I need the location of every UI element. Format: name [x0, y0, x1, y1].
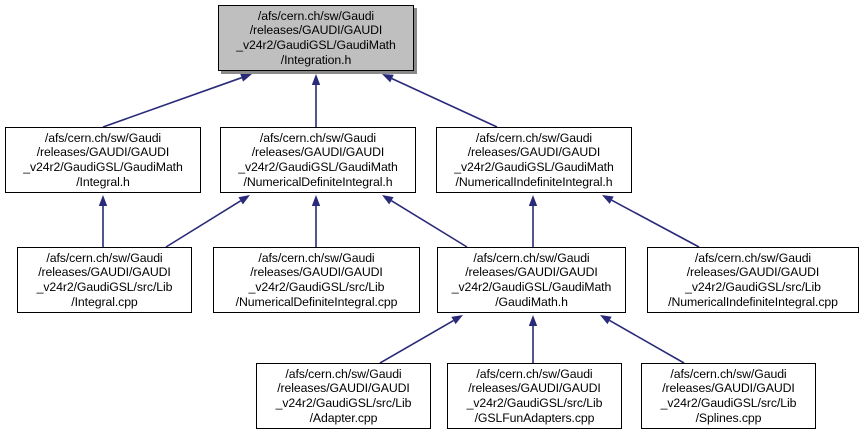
graph-node-numericalindefiniteintegral_h[interactable]: /afs/cern.ch/sw/Gaudi/releases/GAUDI/GAU… — [436, 127, 632, 193]
edge-numericalindefiniteintegral_cpp-to-numericalindefiniteintegral_h — [602, 195, 700, 248]
graph-node-numericaldefiniteintegral_cpp[interactable]: /afs/cern.ch/sw/Gaudi/releases/GAUDI/GAU… — [213, 247, 420, 313]
graph-node-gslfunadapters_cpp[interactable]: /afs/cern.ch/sw/Gaudi/releases/GAUDI/GAU… — [447, 363, 622, 429]
node-label-line: _v24r2/GaudiGSL/src/Lib — [36, 280, 173, 294]
node-label-line: /afs/cern.ch/sw/Gaudi — [670, 366, 787, 381]
node-label-line: _v24r2/GaudiGSL/src/Lib — [275, 396, 412, 410]
edge-integral_h-to-integration_h — [102, 73, 252, 128]
node-label-line: /afs/cern.ch/sw/Gaudi — [476, 366, 593, 381]
edge-integral_cpp-to-integral_h — [98, 195, 108, 247]
node-label-line: _v24r2/GaudiGSL/src/Lib — [660, 396, 797, 410]
node-label-line: /Integral.h — [76, 174, 130, 189]
node-label-line: /releases/GAUDI/GAUDI — [251, 145, 385, 160]
edge-splines_cpp-to-gaudimath_h — [600, 315, 685, 364]
edge-gaudimath_h-to-numericalindefiniteintegral_h — [528, 195, 538, 247]
graph-node-integral_cpp[interactable]: /afs/cern.ch/sw/Gaudi/releases/GAUDI/GAU… — [17, 247, 192, 313]
edge-integral_cpp-to-numericaldefiniteintegral_h — [165, 195, 250, 248]
graph-node-integral_h[interactable]: /afs/cern.ch/sw/Gaudi/releases/GAUDI/GAU… — [5, 127, 201, 193]
graph-node-numericalindefiniteintegral_cpp[interactable]: /afs/cern.ch/sw/Gaudi/releases/GAUDI/GAU… — [647, 247, 859, 313]
edge-gaudimath_h-to-numericaldefiniteintegral_h — [382, 195, 468, 248]
edge-adapter_cpp-to-gaudimath_h — [379, 315, 463, 364]
node-label-line: /afs/cern.ch/sw/Gaudi — [46, 250, 163, 265]
node-label-line: /releases/GAUDI/GAUDI — [250, 265, 383, 280]
node-label-line: /NumericalDefiniteIntegral.h — [243, 174, 393, 189]
node-label-line: /releases/GAUDI/GAUDI — [465, 265, 598, 280]
node-label-line: /NumericalIndefiniteIntegral.h — [455, 174, 613, 189]
node-label-line: /afs/cern.ch/sw/Gaudi — [258, 250, 375, 265]
edge-numericaldefiniteintegral_cpp-to-numericaldefiniteintegral_h — [311, 195, 321, 247]
node-label-line: /afs/cern.ch/sw/Gaudi — [44, 130, 162, 145]
node-label-line: /NumericalDefiniteIntegral.cpp — [235, 294, 398, 309]
node-label-line: /Integration.h — [280, 52, 352, 67]
node-label-line: _v24r2/GaudiGSL/GaudiMath — [23, 160, 183, 174]
node-label-line: /releases/GAUDI/GAUDI — [277, 381, 410, 396]
edge-gslfunadapters_cpp-to-gaudimath_h — [528, 315, 538, 363]
graph-node-numericaldefiniteintegral_h[interactable]: /afs/cern.ch/sw/Gaudi/releases/GAUDI/GAU… — [220, 127, 416, 193]
node-label-line: _v24r2/GaudiGSL/src/Lib — [466, 396, 603, 410]
graph-node-integration_h[interactable]: /afs/cern.ch/sw/Gaudi/releases/GAUDI/GAU… — [218, 5, 414, 71]
node-label-line: /Adapter.cpp — [309, 410, 378, 425]
edge-numericaldefiniteintegral_h-to-integration_h — [311, 74, 321, 127]
node-label-line: _v24r2/GaudiGSL/GaudiMath — [236, 38, 396, 52]
node-label-line: /NumericalIndefiniteIntegral.cpp — [668, 294, 838, 309]
graph-node-gaudimath_h[interactable]: /afs/cern.ch/sw/Gaudi/releases/GAUDI/GAU… — [437, 247, 626, 313]
node-label-line: /releases/GAUDI/GAUDI — [36, 145, 170, 160]
node-label-line: _v24r2/GaudiGSL/src/Lib — [248, 280, 385, 294]
node-label-line: /afs/cern.ch/sw/Gaudi — [259, 130, 377, 145]
node-label-line: /GSLFunAdapters.cpp — [474, 410, 595, 425]
node-label-line: /afs/cern.ch/sw/Gaudi — [473, 250, 590, 265]
graph-node-splines_cpp[interactable]: /afs/cern.ch/sw/Gaudi/releases/GAUDI/GAU… — [641, 363, 816, 429]
node-label-line: _v24r2/GaudiGSL/src/Lib — [685, 280, 821, 294]
node-label-line: /releases/GAUDI/GAUDI — [468, 381, 601, 396]
node-label-line: /releases/GAUDI/GAUDI — [686, 265, 820, 280]
graph-node-adapter_cpp[interactable]: /afs/cern.ch/sw/Gaudi/releases/GAUDI/GAU… — [256, 363, 431, 429]
node-label-line: /releases/GAUDI/GAUDI — [662, 381, 795, 396]
node-label-line: /Splines.cpp — [695, 410, 762, 425]
node-label-line: /releases/GAUDI/GAUDI — [38, 265, 171, 280]
node-label-line: _v24r2/GaudiGSL/GaudiMath — [238, 160, 398, 174]
node-label-line: /releases/GAUDI/GAUDI — [249, 23, 383, 38]
node-label-line: /afs/cern.ch/sw/Gaudi — [475, 130, 593, 145]
node-label-line: _v24r2/GaudiGSL/GaudiMath — [451, 280, 612, 294]
node-label-line: /afs/cern.ch/sw/Gaudi — [285, 366, 402, 381]
node-label-line: /GaudiMath.h — [495, 294, 568, 309]
node-label-line: /afs/cern.ch/sw/Gaudi — [257, 8, 375, 23]
node-label-line: /releases/GAUDI/GAUDI — [467, 145, 601, 160]
node-label-line: /afs/cern.ch/sw/Gaudi — [694, 250, 812, 265]
node-label-line: _v24r2/GaudiGSL/GaudiMath — [454, 160, 614, 174]
node-label-line: /Integral.cpp — [71, 294, 138, 309]
edge-numericalindefiniteintegral_h-to-integration_h — [382, 74, 498, 128]
